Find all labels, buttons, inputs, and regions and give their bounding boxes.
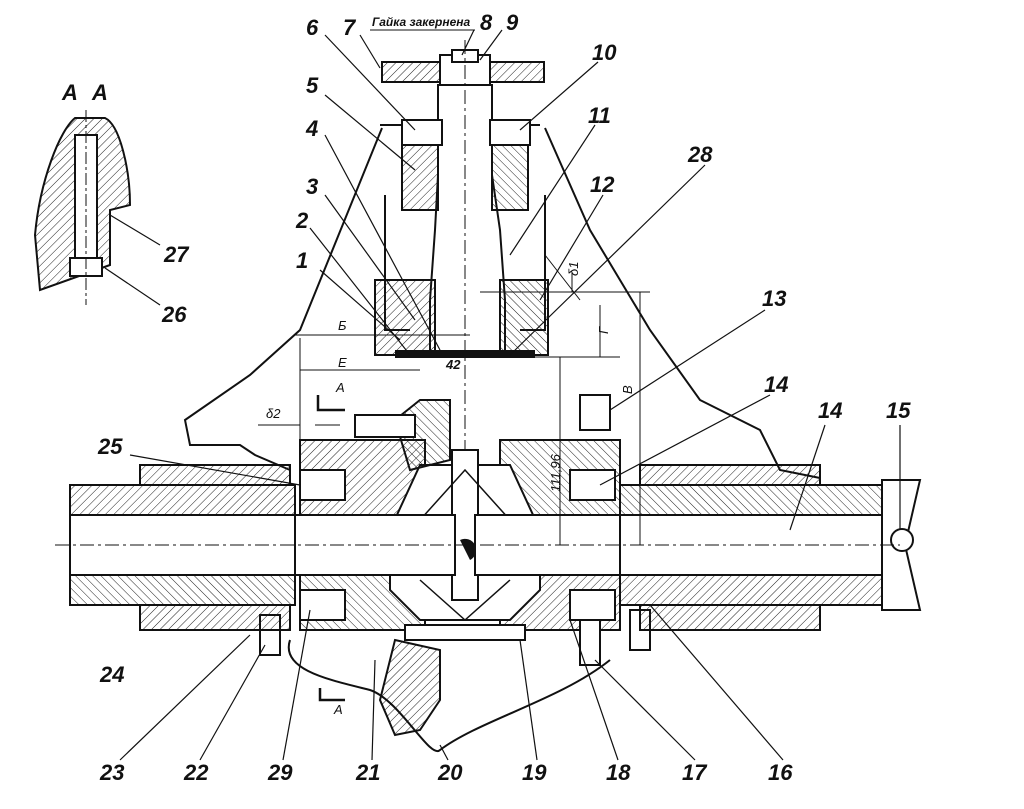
callout-23: 22	[183, 760, 209, 785]
callout-11: 11	[588, 103, 611, 128]
section-cut-marks	[316, 395, 345, 702]
callout-25: 24	[99, 662, 124, 687]
callout-15: 14	[818, 398, 842, 423]
callout-24: 23	[99, 760, 124, 785]
callout-7: 7	[343, 15, 357, 40]
callout-5: 5	[306, 73, 319, 98]
callout-12: 12	[590, 172, 615, 197]
callout-22: 21	[355, 760, 380, 785]
section-title-left: А	[61, 80, 78, 105]
dim-111-label: 111,96	[548, 453, 563, 492]
callout-26: 25	[97, 434, 123, 459]
callout-8: 8	[480, 10, 493, 35]
locked-nut-note: Гайка закернена	[372, 15, 471, 29]
lower-flanges	[139, 464, 821, 631]
dim-v-label: В	[620, 385, 635, 394]
callout-19: 18	[606, 760, 631, 785]
dim-g-label: Г	[596, 326, 611, 334]
callout-6: 6	[306, 15, 319, 40]
section-mark-top: А	[335, 380, 345, 395]
side-bearings	[299, 469, 616, 621]
callout-18: 17	[682, 760, 708, 785]
section-mark-bottom: А	[333, 702, 343, 717]
section-aa-inset: А А	[33, 80, 132, 305]
callout-2: 2	[295, 208, 309, 233]
dim-delta2-label: δ2	[266, 406, 281, 421]
dim-delta1-label: δ1	[566, 262, 581, 276]
dim-b-label: Б	[338, 318, 347, 333]
callout-16: 15	[886, 398, 911, 423]
ring-gear	[378, 399, 451, 737]
callout-9: 9	[506, 10, 519, 35]
callout-3: 3	[306, 174, 318, 199]
callout-17: 16	[768, 760, 793, 785]
callout-14-right: 14	[764, 372, 788, 397]
callout-28: 27	[163, 242, 190, 267]
callout-10: 10	[592, 40, 617, 65]
callout-20: 19	[522, 760, 547, 785]
callout-13: 13	[762, 286, 786, 311]
callout-27: 26	[161, 302, 187, 327]
callout-4: 4	[305, 116, 318, 141]
cover-wire	[287, 639, 611, 753]
callout-14-left: 29	[267, 760, 293, 785]
dimension-lines	[258, 254, 650, 545]
section-title-right: А	[91, 80, 108, 105]
callout-1: 1	[296, 248, 308, 273]
leader-lines	[104, 29, 901, 761]
dim-42-label: 42	[445, 357, 461, 372]
upper-bearing	[401, 119, 531, 211]
callout-numbers: 1 2 3 4 5 6 7 8 9 10 11 12 13 14 14 15 1…	[97, 10, 911, 785]
flange	[381, 49, 545, 86]
callout-29: 28	[687, 142, 713, 167]
callout-21: 20	[437, 760, 463, 785]
dim-e-label: Е	[338, 355, 347, 370]
